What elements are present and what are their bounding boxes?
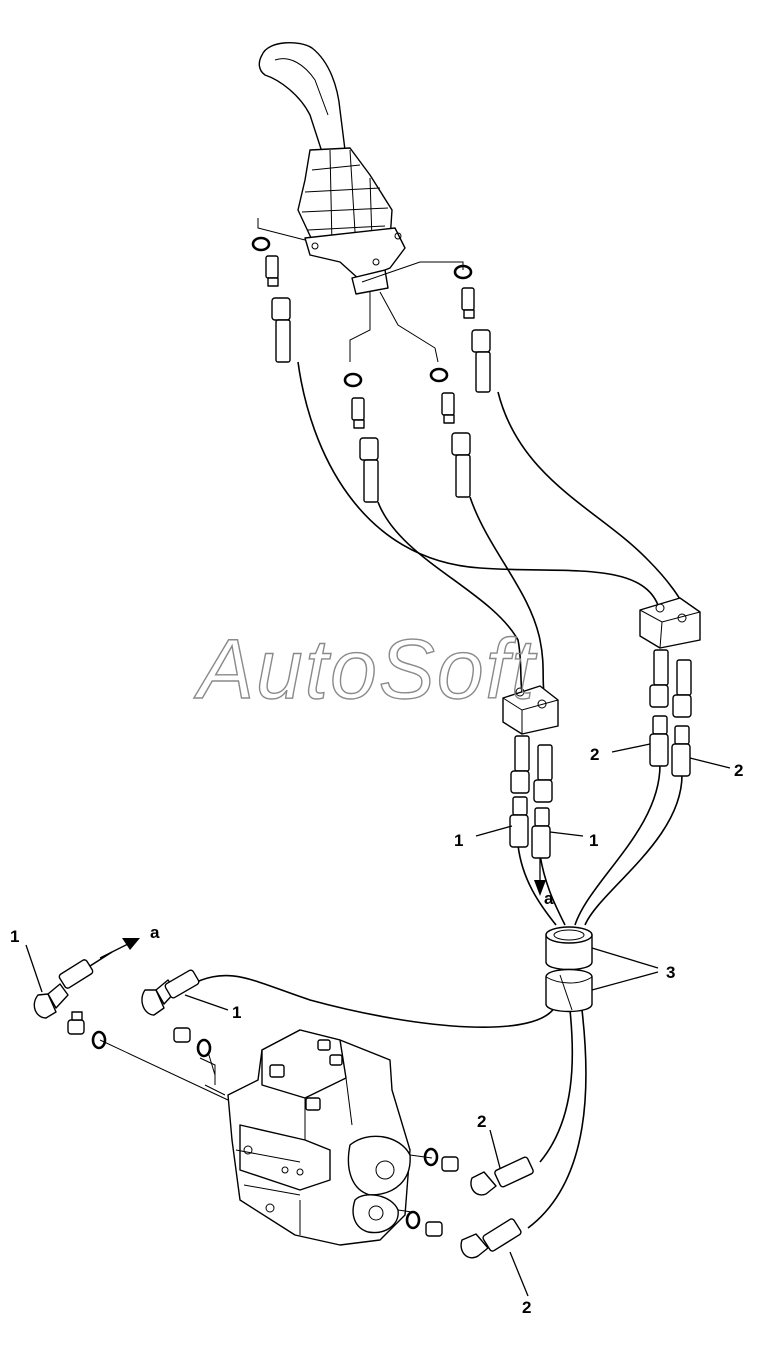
lower-adapters xyxy=(67,1011,459,1237)
callout-label-1: 1 xyxy=(454,831,463,850)
callout-label-2: 2 xyxy=(477,1112,486,1131)
callout-leaders xyxy=(25,743,731,1297)
callout-label-2: 2 xyxy=(734,761,743,780)
hose-clamps xyxy=(545,926,593,1013)
watermark-text: AutoSoft xyxy=(193,622,538,716)
callout-label-1: 1 xyxy=(589,831,598,850)
callout-label-1: 1 xyxy=(232,1003,241,1022)
arrow-a-lower xyxy=(534,858,546,896)
arrow-a-left xyxy=(99,938,140,959)
upper-adapters xyxy=(265,255,491,503)
control-valve-block xyxy=(199,1029,411,1246)
callout-label-a: a xyxy=(544,889,554,908)
hose-end-fittings xyxy=(509,715,691,859)
junction-block-left xyxy=(502,685,559,803)
callout-label-2: 2 xyxy=(522,1298,531,1317)
lower-elbow-hoses xyxy=(460,1156,534,1259)
joystick-lever xyxy=(258,42,406,295)
callout-label-1: 1 xyxy=(10,927,19,946)
junction-block-right xyxy=(639,597,701,718)
callout-label-3: 3 xyxy=(666,963,675,982)
valve-leader-lines xyxy=(99,1039,433,1213)
callout-label-2: 2 xyxy=(590,745,599,764)
callout-label-a: a xyxy=(150,923,160,942)
o-ring-set-upper xyxy=(251,236,473,388)
left-elbow-hoses xyxy=(33,951,200,1019)
hose-lines xyxy=(189,361,685,1229)
